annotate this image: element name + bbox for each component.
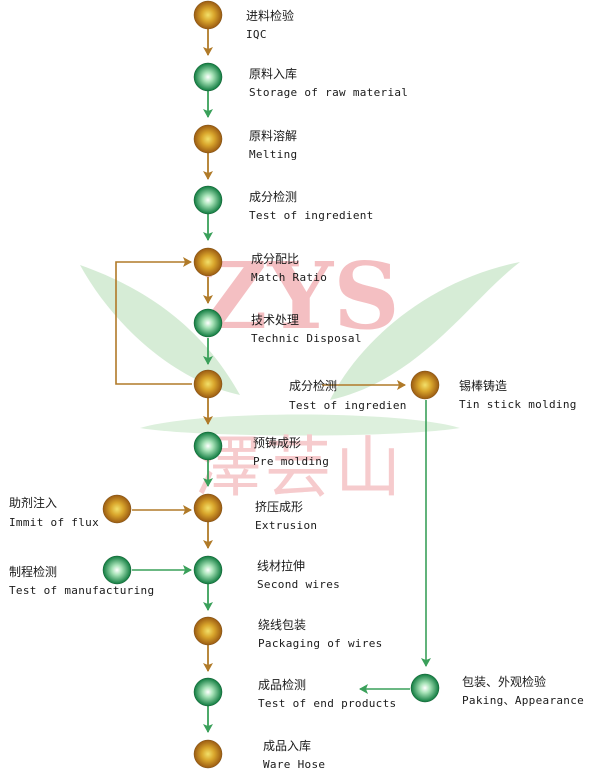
label-tin-stick-en: Tin stick molding (459, 398, 577, 412)
label-test-ingredient2-en: Test of ingredien (289, 399, 407, 413)
label-appearance-zh: 包装、外观检验 (462, 675, 546, 689)
label-match-ratio-en: Match Ratio (251, 271, 327, 285)
label-packaging-en: Packaging of wires (258, 637, 383, 651)
node-tin-stick (411, 371, 439, 399)
label-test-end-en: Test of end products (258, 697, 396, 711)
node-storage (194, 63, 222, 91)
node-test-end (194, 678, 222, 706)
label-second-wires-en: Second wires (257, 578, 340, 592)
label-test-end-zh: 成品检测 (258, 678, 306, 692)
node-manufacturing (103, 556, 131, 584)
node-packaging (194, 617, 222, 645)
label-technic-en: Technic Disposal (251, 332, 362, 346)
node-test-ingredient-2 (194, 370, 222, 398)
node-match-ratio (194, 248, 222, 276)
label-extrusion-zh: 挤压成形 (255, 500, 303, 514)
node-melting (194, 125, 222, 153)
node-pre-molding (194, 432, 222, 460)
label-melting-zh: 原料溶解 (249, 129, 297, 143)
label-test-ingredient2-zh: 成分检测 (289, 379, 337, 393)
label-manufacturing-zh: 制程检测 (9, 565, 57, 579)
label-extrusion-en: Extrusion (255, 519, 317, 533)
node-test-ingredient (194, 186, 222, 214)
node-second-wires (194, 556, 222, 584)
label-tin-stick-zh: 锡棒铸造 (459, 379, 507, 393)
label-iqc-zh: 进料检验 (246, 9, 294, 23)
label-storage-zh: 原料入库 (249, 67, 297, 81)
node-appearance (411, 674, 439, 702)
label-melting-en: Melting (249, 148, 297, 162)
node-technic (194, 309, 222, 337)
label-flux-zh: 助剂注入 (9, 496, 57, 510)
node-extrusion (194, 494, 222, 522)
node-iqc (194, 1, 222, 29)
label-ware-hose-zh: 成品入库 (263, 739, 311, 753)
label-test-ingredient-zh: 成分检测 (249, 190, 297, 204)
label-flux-en: Immit of flux (9, 516, 99, 530)
label-test-ingredient-en: Test of ingredient (249, 209, 374, 223)
label-second-wires-zh: 线材拉伸 (257, 559, 305, 573)
label-pre-molding-zh: 预铸成形 (253, 436, 301, 450)
node-flux (103, 495, 131, 523)
label-appearance-en: Paking、Appearance (462, 694, 584, 708)
label-match-ratio-zh: 成分配比 (251, 252, 299, 266)
label-pre-molding-en: Pre molding (253, 455, 329, 469)
label-packaging-zh: 绕线包装 (258, 618, 306, 632)
label-technic-zh: 技术处理 (251, 313, 299, 327)
label-manufacturing-en: Test of manufacturing (9, 584, 154, 598)
node-ware-hose (194, 740, 222, 768)
label-ware-hose-en: Ware Hose (263, 758, 325, 771)
label-storage-en: Storage of raw material (249, 86, 408, 100)
label-iqc-en: IQC (246, 28, 267, 42)
